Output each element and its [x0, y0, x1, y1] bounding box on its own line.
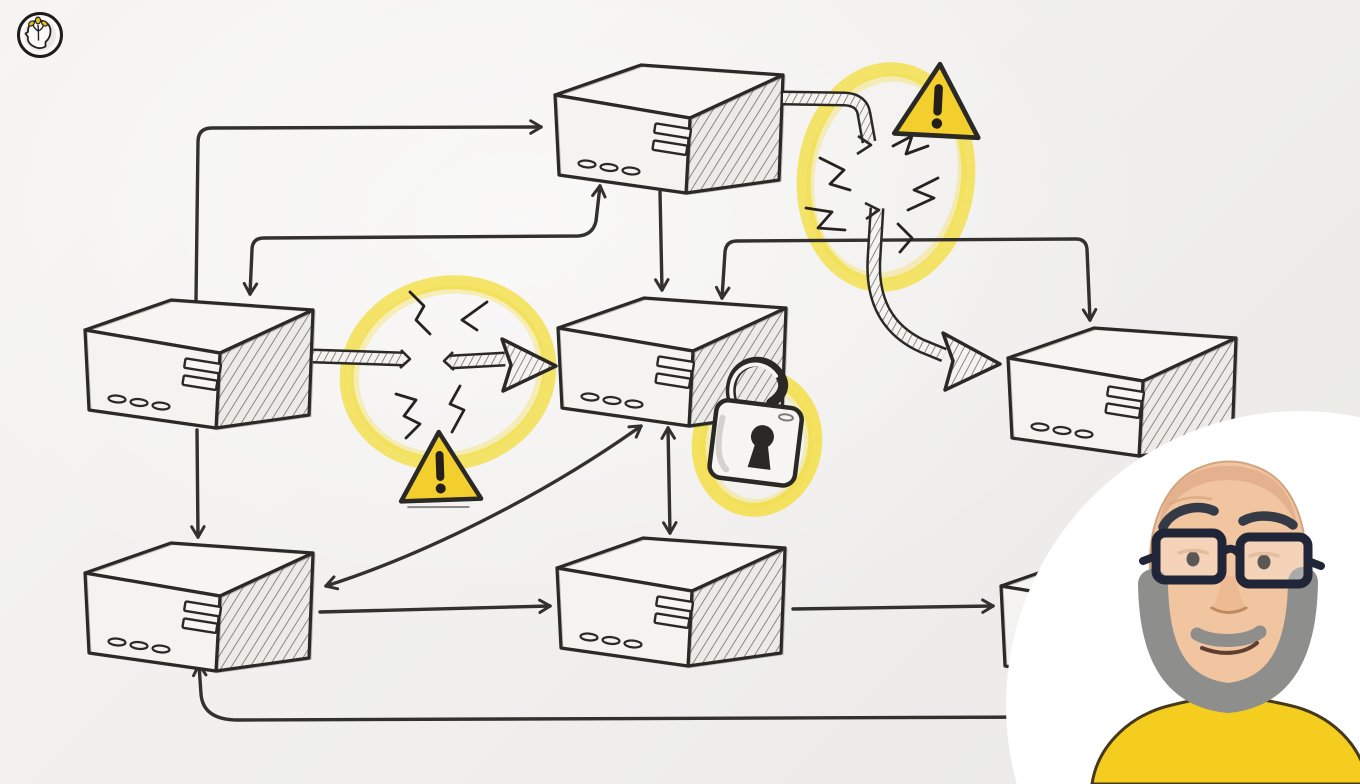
- author-avatar: [1006, 411, 1360, 784]
- edge-bottom-left-center-curved: [324, 424, 643, 591]
- edge-bus-center-right: [714, 237, 1098, 322]
- edge-top-left-bidirectional: [242, 184, 607, 296]
- brand-logo: [17, 12, 63, 58]
- avatar-buzzcut: [1158, 466, 1298, 532]
- avatar-brow-left-raised: [1158, 502, 1219, 532]
- avatar-mustache: [1190, 625, 1267, 647]
- edge-left-to-top: [194, 119, 543, 302]
- crack-marks-top: [804, 134, 940, 254]
- avatar-eye-right: [1257, 554, 1271, 570]
- server-node-top: [553, 63, 787, 196]
- avatar-mouth: [1200, 641, 1259, 655]
- edge-bottom-right-to-bottom-left-long: [191, 663, 1050, 722]
- avatar-glasses: [1139, 528, 1325, 589]
- avatar-eye-left: [1186, 551, 1200, 567]
- unlocked-padlock-icon: [707, 356, 804, 488]
- broken-thick-arrow-top-right: [782, 90, 1002, 392]
- server-node-left: [83, 298, 317, 431]
- server-node-bottom-center: [555, 536, 789, 670]
- edge-left-to-bottom-left: [190, 428, 206, 539]
- edge-bottom-left-to-bottom-center: [318, 598, 552, 615]
- warning-triangle-icon-left: [398, 429, 484, 509]
- avatar-beard: [1138, 567, 1318, 714]
- warning-triangle-icon-top: [891, 61, 981, 141]
- avatar-nose: [1212, 576, 1246, 613]
- broken-thick-arrow-left-center: [312, 337, 558, 393]
- edge-bottom-center-to-bottom-right: [791, 598, 995, 614]
- crack-marks-left: [394, 290, 489, 440]
- avatar-brow-right: [1238, 511, 1298, 530]
- edge-top-to-center: [654, 190, 670, 292]
- server-node-bottom-left: [83, 541, 317, 675]
- edge-center-bottom-center-bidirectional: [660, 426, 678, 535]
